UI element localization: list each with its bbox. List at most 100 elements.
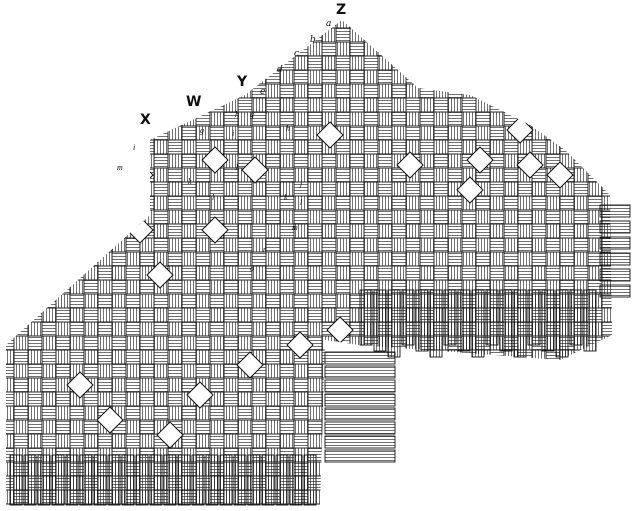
weave-cell [97, 265, 113, 281]
weave-cell [6, 335, 15, 351]
weave-cell [97, 20, 113, 29]
weave-cell [587, 433, 603, 449]
weave-cell [209, 83, 225, 99]
weave-cell [293, 27, 309, 43]
weave-cell [139, 349, 155, 365]
weave-cell [405, 251, 421, 267]
weave-cell [503, 195, 519, 211]
weave-cell [27, 335, 43, 351]
weave-cell [321, 489, 337, 505]
weave-cell [489, 41, 505, 57]
weave-cell [363, 97, 379, 113]
diamond-opening [186, 381, 214, 409]
weave-cell [111, 223, 127, 239]
weave-cell [41, 153, 57, 169]
weave-cell [13, 349, 29, 365]
weave-cell [489, 265, 505, 281]
weave-cell [447, 419, 463, 435]
cell-label: j [235, 161, 239, 170]
weave-cell [97, 391, 113, 407]
weave-cell [573, 209, 589, 225]
weave-cell [139, 433, 155, 449]
weave-cell [531, 181, 547, 197]
weave-cell [13, 419, 29, 435]
weave-cell [377, 167, 393, 183]
weave-cell [405, 265, 421, 281]
weave-cell [307, 153, 323, 169]
weave-cell [321, 223, 337, 239]
weave-cell [153, 405, 169, 421]
weave-cell [14, 0, 28, 14]
weave-cell [293, 433, 309, 449]
weave-cell [223, 251, 239, 267]
weave-cell [13, 265, 29, 281]
weave-cell [335, 251, 351, 267]
weave-cell [307, 265, 323, 281]
weave-cell [223, 265, 239, 281]
loose-strand [93, 454, 107, 506]
weave-cell [489, 83, 505, 99]
weave-cell [209, 125, 225, 141]
weave-cell [98, 0, 112, 14]
weave-cell [209, 335, 225, 351]
weave-cell [433, 125, 449, 141]
weave-cell [503, 475, 519, 491]
weave-cell [419, 83, 435, 99]
weave-cell [630, 42, 636, 56]
weave-cell [531, 265, 547, 281]
weave-cell [601, 405, 612, 421]
weave-cell [41, 111, 57, 127]
weave-cell [559, 251, 575, 267]
weave-cell [475, 489, 491, 505]
weave-cell [545, 251, 561, 267]
loose-strand [324, 365, 396, 379]
weave-cell [6, 237, 15, 253]
weave-cell [13, 69, 29, 85]
weave-cell [13, 41, 29, 57]
weave-cell [223, 293, 239, 309]
weave-cell [559, 405, 575, 421]
weave-cell [419, 41, 435, 57]
weave-cell [97, 195, 113, 211]
diamond-opening [516, 151, 544, 179]
weave-cell [13, 237, 29, 253]
weave-cell [97, 139, 113, 155]
weave-cell [391, 251, 407, 267]
weave-cell [27, 265, 43, 281]
loose-strand [51, 454, 65, 506]
diamond-opening [241, 156, 269, 184]
weave-cell [573, 377, 589, 393]
weave-cell [293, 69, 309, 85]
weave-cell [209, 97, 225, 113]
weave-cell [461, 419, 477, 435]
weave-cell [181, 321, 197, 337]
diamond-opening [156, 421, 184, 449]
weave-cell [153, 377, 169, 393]
weave-cell [475, 223, 491, 239]
weave-cell [489, 419, 505, 435]
weave-cell [531, 433, 547, 449]
weave-cell [489, 363, 505, 379]
weave-cell [489, 405, 505, 421]
weave-cell [279, 363, 295, 379]
weave-cell [125, 69, 141, 85]
weave-cell [335, 69, 351, 85]
weave-cell [405, 349, 421, 365]
weave-cell [335, 223, 351, 239]
weave-cell [377, 181, 393, 197]
weave-cell [97, 27, 113, 43]
weave-cell [363, 503, 379, 505]
weave-cell [433, 83, 449, 99]
weave-cell [503, 97, 519, 113]
weave-cell [181, 69, 197, 85]
weave-cell [111, 69, 127, 85]
weave-cell [83, 391, 99, 407]
weave-cell [363, 153, 379, 169]
weave-cell [447, 125, 463, 141]
weave-cell [406, 0, 420, 14]
weave-cell [601, 69, 612, 85]
weave-cell [377, 209, 393, 225]
weave-cell [630, 224, 636, 238]
weave-cell [447, 489, 463, 505]
weave-cell [265, 41, 281, 57]
